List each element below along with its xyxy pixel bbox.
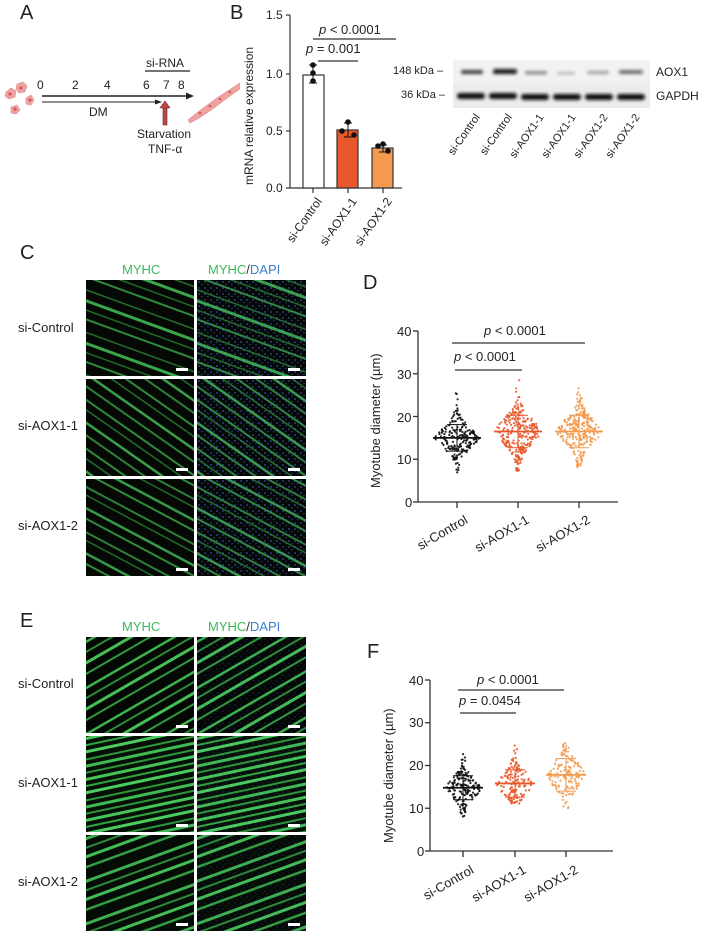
y-axis-label-d: Myotube diameter (µm) — [368, 353, 383, 488]
row-label-si-aox1-1: si-AOX1-1 — [18, 418, 78, 433]
micrograph-e-aox1-2-myhc — [86, 835, 194, 931]
ytick-f-30: 30 — [409, 715, 424, 730]
protein-aox1: AOX1 — [656, 65, 689, 79]
panel-letter-e: E — [20, 610, 34, 632]
sig-label-d-top: p < 0.0001 — [484, 323, 546, 338]
scale-bar — [176, 468, 188, 471]
panel-letter-f: F — [367, 641, 380, 663]
panel-letter-d: D — [363, 272, 378, 294]
micrograph-c-control-myhc — [86, 280, 194, 376]
marker-148kda: 148 kDa – — [393, 65, 444, 77]
scale-bar — [176, 824, 188, 827]
scale-bar — [288, 468, 300, 471]
tick-7: 7 — [163, 78, 170, 92]
micrograph-e-aox1-2-merge — [197, 835, 306, 931]
scale-bar — [288, 923, 300, 926]
bar-chart-b — [230, 0, 410, 240]
ytick-d-10: 10 — [397, 452, 412, 467]
tick-0: 0 — [37, 78, 44, 92]
panel-letter-b: B — [230, 2, 244, 24]
scale-bar — [176, 568, 188, 571]
ytick-f-20: 20 — [409, 758, 424, 773]
scale-bar — [176, 923, 188, 926]
tnf-label: TNF-α — [148, 142, 183, 156]
channel-label-myhc: MYHC — [122, 262, 161, 277]
sig-label-b-bottom: p = 0.001 — [306, 41, 361, 56]
y-axis-label-f: Myotube diameter (µm) — [381, 708, 396, 843]
marker-36kda: 36 kDa – — [401, 89, 446, 101]
channel-label-merge: MYHC/DAPI — [208, 262, 281, 277]
ytick-d-30: 30 — [397, 367, 412, 382]
ytick-f-0: 0 — [417, 844, 425, 859]
scale-bar — [288, 568, 300, 571]
row-label-e-si-aox1-1: si-AOX1-1 — [18, 775, 78, 790]
myoblast-cells-icon — [4, 81, 35, 115]
row-label-si-control: si-Control — [18, 320, 74, 335]
ytick-1-5: 1.5 — [266, 8, 283, 22]
ytick-0-5: 0.5 — [266, 124, 283, 138]
protein-gapdh: GAPDH — [656, 89, 699, 103]
ytick-d-20: 20 — [397, 410, 412, 425]
scatter-chart-f — [330, 660, 630, 934]
micrograph-e-aox1-1-merge — [197, 736, 306, 832]
scale-bar — [288, 725, 300, 728]
micrograph-e-control-merge — [197, 637, 306, 733]
sig-label-f-bottom: p = 0.0454 — [459, 693, 521, 708]
tick-2: 2 — [72, 78, 79, 92]
sirna-label: si-RNA — [146, 56, 184, 70]
micrograph-c-aox1-1-myhc — [86, 379, 194, 476]
micrograph-c-aox1-2-myhc — [86, 479, 194, 576]
dm-label: DM — [89, 105, 108, 119]
timeline-schematic — [0, 60, 241, 180]
row-label-si-aox1-2: si-AOX1-2 — [18, 518, 78, 533]
panel-letter-a: A — [20, 2, 34, 24]
micrograph-c-aox1-2-merge — [197, 479, 306, 576]
ytick-1-0: 1.0 — [266, 67, 283, 81]
scale-bar — [288, 824, 300, 827]
y-axis-label-b: mRNA relative expression — [242, 46, 256, 185]
row-label-e-si-aox1-2: si-AOX1-2 — [18, 874, 78, 889]
myotube-icon — [187, 82, 241, 124]
tick-8: 8 — [178, 78, 185, 92]
panel-letter-c: C — [20, 242, 35, 264]
starvation-label: Starvation — [137, 127, 192, 141]
scatter-chart-d — [330, 300, 630, 590]
timeline-graphic — [4, 70, 241, 126]
ytick-f-10: 10 — [409, 801, 424, 816]
western-blot — [453, 60, 650, 108]
scale-bar — [176, 368, 188, 371]
micrograph-e-aox1-1-myhc — [86, 736, 194, 832]
sig-label-f-top: p < 0.0001 — [477, 672, 539, 687]
micrograph-c-control-merge — [197, 280, 306, 376]
ytick-0-0: 0.0 — [266, 181, 283, 195]
scale-bar — [288, 368, 300, 371]
scale-bar — [176, 725, 188, 728]
micrograph-e-control-myhc — [86, 637, 194, 733]
ytick-f-40: 40 — [409, 673, 424, 688]
ytick-d-40: 40 — [397, 324, 412, 339]
row-label-e-si-control: si-Control — [18, 676, 74, 691]
tick-4: 4 — [104, 78, 111, 92]
sig-label-d-bottom: p < 0.0001 — [454, 349, 516, 364]
sig-label-b-top: p < 0.0001 — [319, 22, 381, 37]
channel-label-myhc-e: MYHC — [122, 619, 161, 634]
ytick-d-0: 0 — [405, 495, 413, 510]
tick-6: 6 — [143, 78, 150, 92]
micrograph-c-aox1-1-merge — [197, 379, 306, 476]
channel-label-merge-e: MYHC/DAPI — [208, 619, 281, 634]
